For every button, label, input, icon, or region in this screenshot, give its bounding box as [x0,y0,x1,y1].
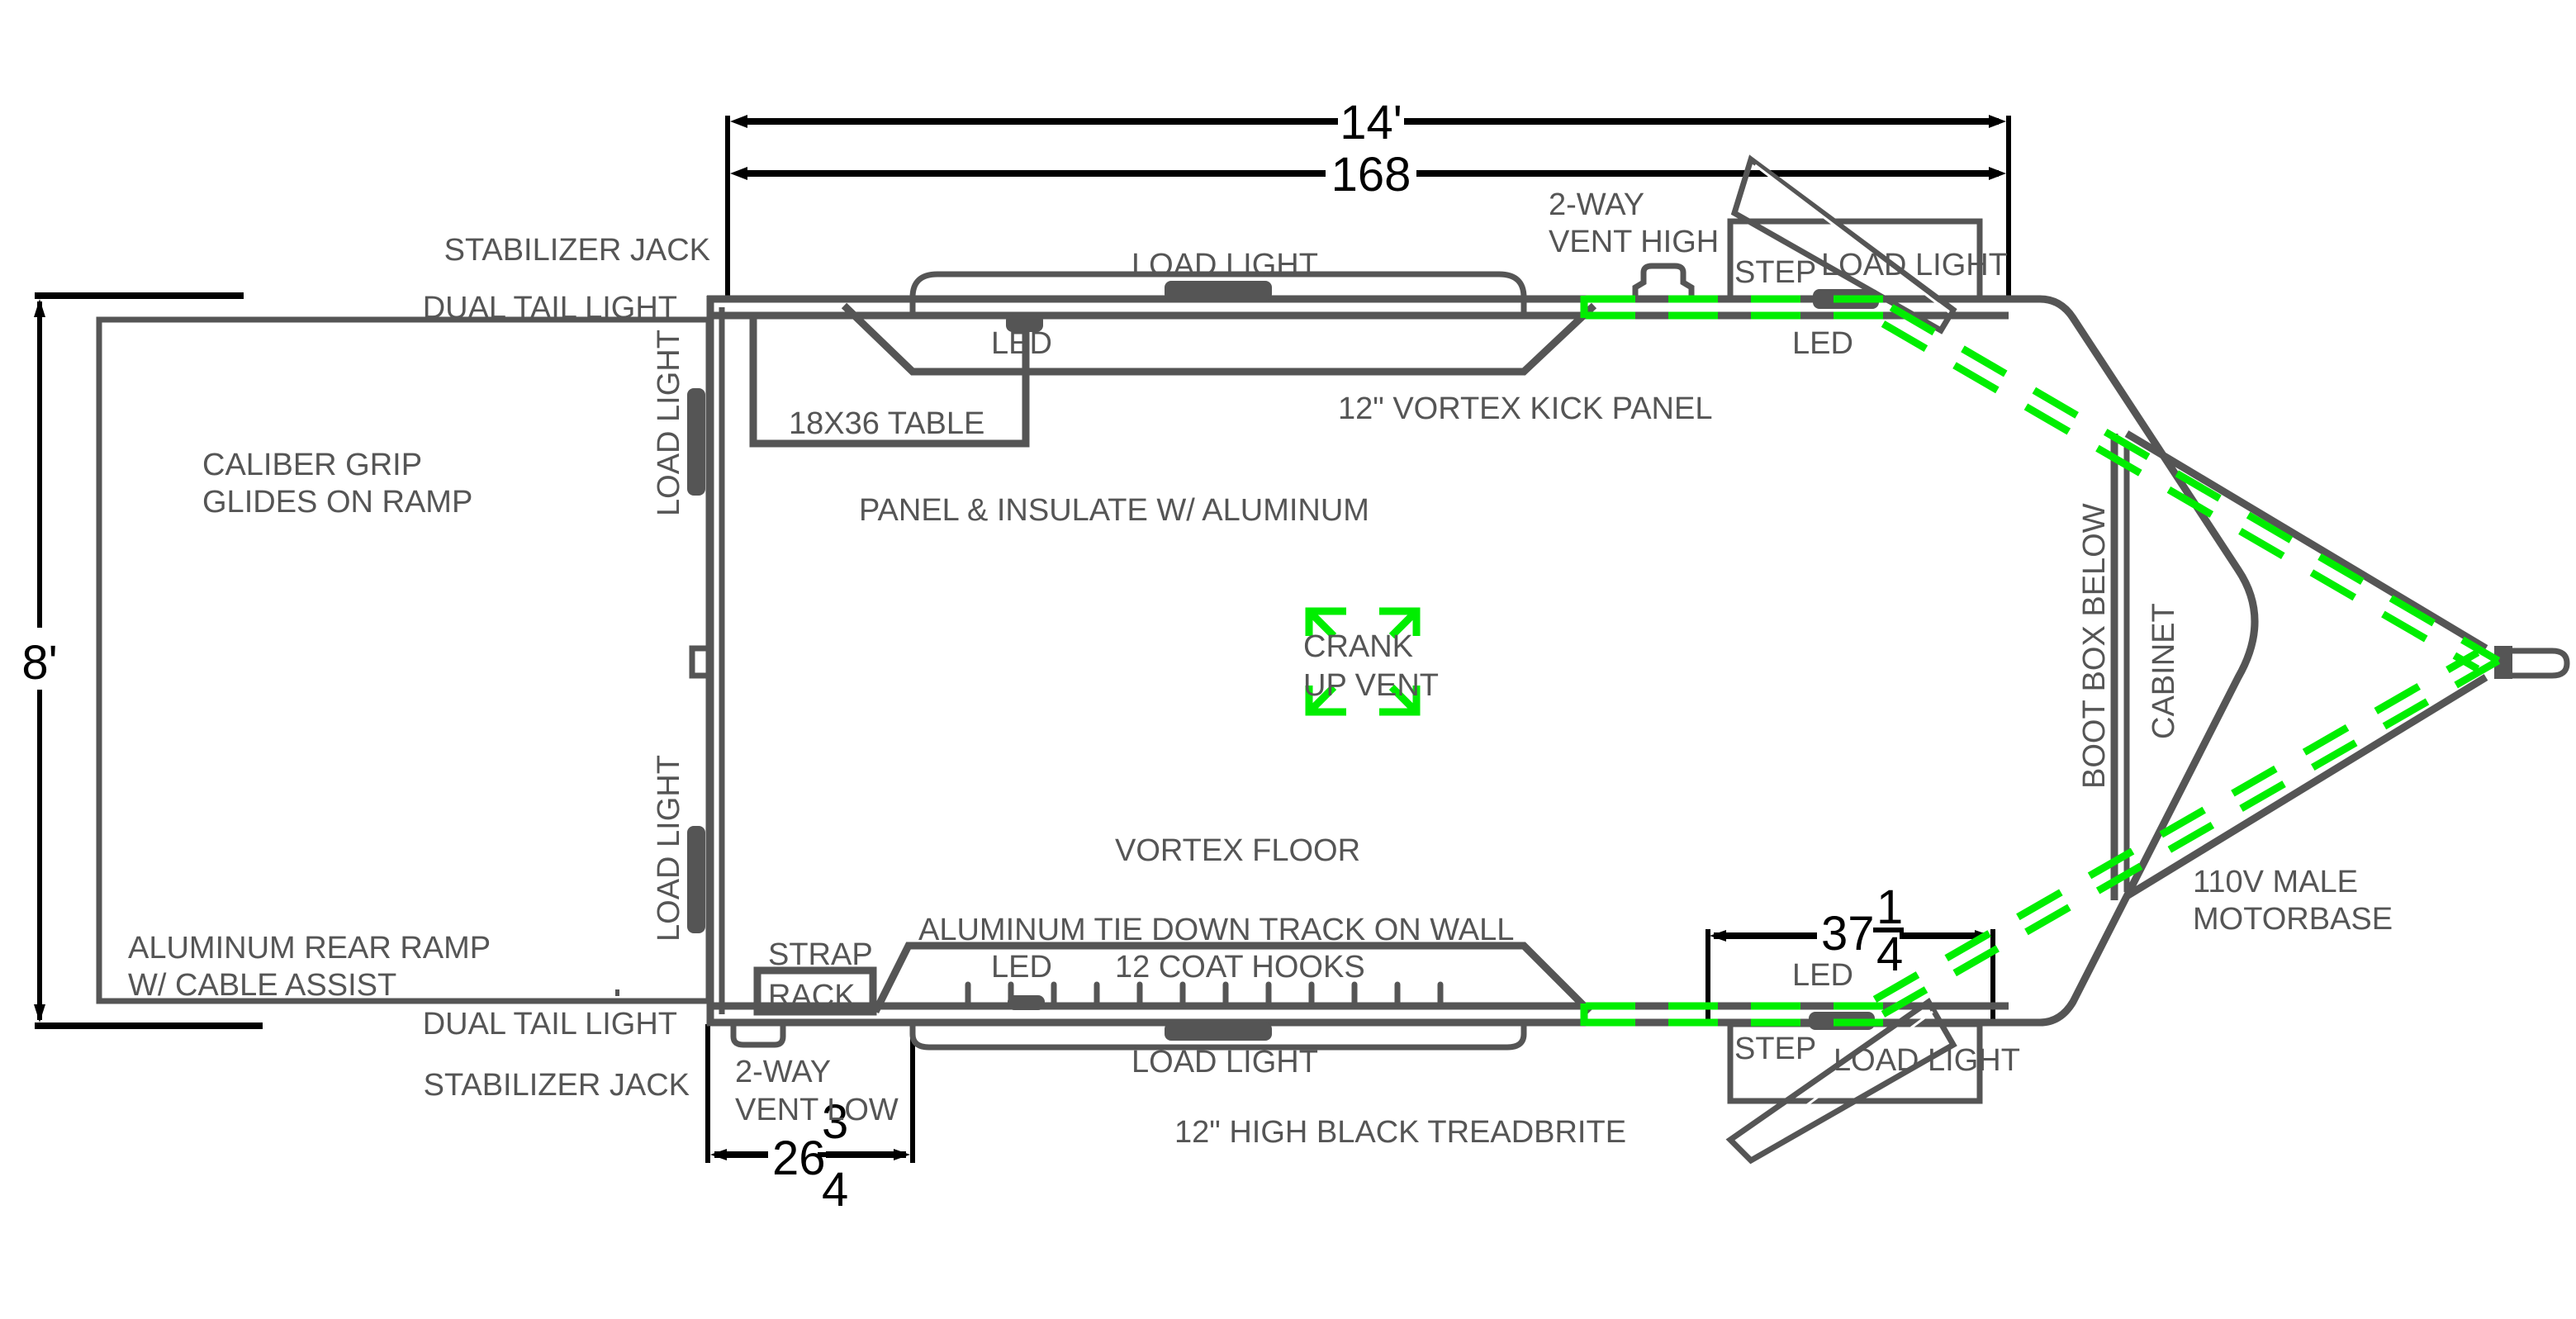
label-motorbase-2: MOTORBASE [2193,902,2393,937]
load-light-top-fixture [1165,281,1272,301]
strap-rack [753,966,877,1016]
dim-step-whole: 37 [1821,907,1875,961]
dim-step-denominator: 4 [1876,928,1903,981]
dim-length-feet: 14' [1340,96,1402,149]
vent-high-icon [1632,263,1695,299]
led-bottom-left-fixture [1008,995,1045,1010]
label-kick-panel: 12" VORTEX KICK PANEL [1338,391,1712,426]
dim-rear-whole: 26 [772,1132,826,1185]
label-tie-down-track: ALUMINUM TIE DOWN TRACK ON WALL [918,913,1514,947]
label-boot-box: BOOT BOX BELOW [2077,503,2112,789]
dim-rear-denominator: 4 [822,1163,848,1217]
label-coat-hooks: 12 COAT HOOKS [1115,950,1365,985]
label-dual-tail-light-top: DUAL TAIL LIGHT [423,291,677,325]
dimension-step-section: 37 1 4 [1705,880,1995,1024]
label-step-top: STEP [1734,255,1816,290]
label-strap-rack-1: STRAP [768,937,873,972]
label-crank-vent-2: UP VENT [1303,668,1439,703]
label-vortex-floor: VORTEX FLOOR [1115,833,1360,868]
label-load-light-rear-bottom: LOAD LIGHT [652,755,686,942]
labels: STABILIZER JACK DUAL TAIL LIGHT CALIBER … [128,187,2393,1150]
label-strap-rack-2: RACK [768,979,856,1013]
label-caliber-grip-2: GLIDES ON RAMP [202,485,472,520]
dim-step-numerator: 1 [1876,880,1903,934]
label-vent-low-1: 2-WAY [735,1055,831,1089]
label-crank-vent-1: CRANK [1303,629,1413,664]
label-load-light-rear-top: LOAD LIGHT [652,330,686,516]
dimension-overall-length: 14' 168 [725,96,2011,301]
label-treadbrite: 12" HIGH BLACK TREADBRITE [1174,1115,1626,1150]
table [749,311,1030,448]
label-load-light-step-top: LOAD LIGHT [1821,248,2008,282]
ramp-dot [615,989,619,996]
label-motorbase-1: 110V MALE [2193,865,2358,899]
label-aluminum-rear-ramp-2: W/ CABLE ASSIST [128,968,396,1003]
label-vent-low-2: VENT LOW [735,1093,899,1127]
label-panel-insulate: PANEL & INSULATE W/ ALUMINUM [859,493,1369,528]
label-aluminum-rear-ramp-1: ALUMINUM REAR RAMP [128,931,491,966]
label-led-bottom-right: LED [1792,958,1853,993]
coat-hooks [965,981,1444,1009]
dim-rear-numerator: 3 [822,1095,848,1149]
dim-length-inches: 168 [1331,148,1411,202]
load-light-rear-bottom-fixture [687,826,705,933]
load-light-bottom-fixture [1165,1022,1272,1041]
led-top-left-fixture [1006,314,1043,332]
label-led-bottom-left: LED [991,950,1052,985]
rear-ramp [96,316,712,1004]
label-step-bottom: STEP [1734,1032,1816,1066]
wiring-run [1580,295,2501,1027]
label-load-light-top: LOAD LIGHT [1131,248,1318,282]
dimension-rear-section: 26 3 4 [705,1024,915,1217]
label-stabilizer-jack-bottom: STABILIZER JACK [424,1068,690,1103]
label-load-light-step-bottom: LOAD LIGHT [1834,1043,2020,1078]
label-vent-high-2: VENT HIGH [1549,225,1719,259]
label-caliber-grip-1: CALIBER GRIP [202,448,422,482]
label-load-light-bottom: LOAD LIGHT [1131,1045,1318,1079]
crank-up-vent-icon [1305,607,1421,716]
dimension-width: 8' [21,292,263,1029]
load-light-rear-top-fixture [687,388,705,496]
label-table: 18X36 TABLE [789,406,984,441]
label-cabinet: CABINET [2147,603,2181,739]
label-dual-tail-light-bottom: DUAL TAIL LIGHT [423,1007,677,1041]
label-led-top-right: LED [1792,326,1853,361]
top-cabinet [841,271,1597,376]
label-stabilizer-jack-top: STABILIZER JACK [444,233,710,268]
vent-low-icon [730,1024,786,1048]
bottom-cabinet [871,942,1593,1051]
label-led-top-left: LED [991,326,1052,361]
label-vent-high-1: 2-WAY [1549,187,1644,222]
dim-width-feet: 8' [21,636,57,690]
